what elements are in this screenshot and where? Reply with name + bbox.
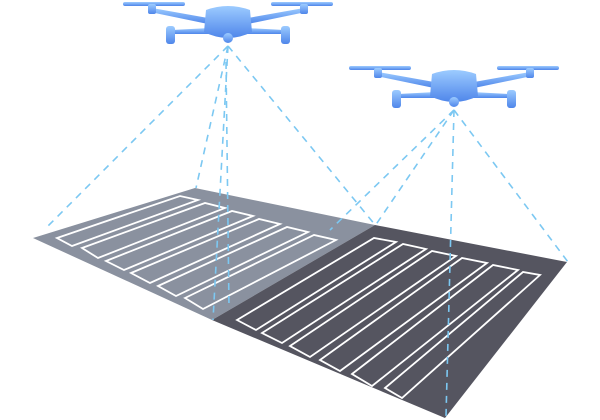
- drone-arm: [248, 8, 306, 24]
- field-region-left: [33, 188, 375, 320]
- drone-arm: [170, 28, 210, 34]
- drone-camera: [223, 33, 233, 43]
- drone-arm: [472, 92, 512, 98]
- drone-arm: [246, 28, 286, 34]
- drone-camera: [449, 97, 459, 107]
- field-stripes-right: [235, 237, 542, 400]
- field: [33, 188, 567, 418]
- scan-lines: [47, 45, 569, 417]
- field-region-right: [212, 225, 567, 418]
- drone-arm: [150, 8, 208, 24]
- drone-body: [204, 6, 252, 38]
- drone-arm: [396, 92, 436, 98]
- field-stripes-left: [54, 195, 339, 311]
- drone-right: [349, 66, 559, 108]
- drone-body: [430, 70, 478, 102]
- drone-arm: [474, 72, 532, 88]
- drone-left: [123, 2, 333, 44]
- drone-arm: [376, 72, 434, 88]
